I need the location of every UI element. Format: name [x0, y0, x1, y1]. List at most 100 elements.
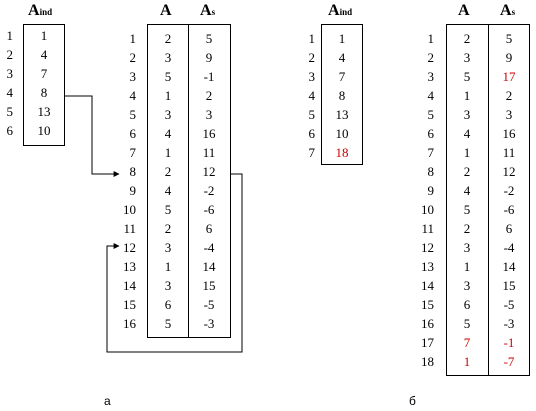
as-value: 9 — [205, 50, 213, 65]
as-value: 12 — [202, 164, 216, 179]
a-value: 1 — [164, 88, 172, 103]
a-value: 3 — [463, 107, 471, 122]
row-number: 4 — [427, 88, 435, 103]
as-value: -2 — [203, 183, 215, 198]
row-number: 14 — [421, 278, 434, 293]
index-value: 1 — [338, 31, 346, 46]
as-value: -6 — [203, 202, 215, 217]
row-number: 5 — [308, 107, 316, 122]
as-value: 3 — [505, 107, 513, 122]
as-value: 6 — [505, 221, 513, 236]
a-value: 1 — [463, 354, 471, 369]
panel-a-main-divider — [188, 24, 189, 338]
row-number: 7 — [129, 145, 137, 160]
row-number: 7 — [427, 145, 435, 160]
as-value: -1 — [503, 335, 515, 350]
row-number: 3 — [308, 69, 316, 84]
row-number: 4 — [129, 88, 137, 103]
row-number: 1 — [427, 31, 435, 46]
index-value: 4 — [40, 47, 48, 62]
panel-b-label: б — [409, 394, 416, 408]
row-number: 2 — [129, 50, 137, 65]
index-value: 13 — [37, 104, 51, 119]
a-value: 3 — [164, 50, 172, 65]
row-number: 5 — [6, 104, 14, 119]
row-number: 2 — [308, 50, 316, 65]
index-value: 18 — [335, 145, 349, 160]
as-value: 15 — [502, 278, 516, 293]
index-value: 7 — [338, 69, 346, 84]
row-number: 12 — [123, 240, 136, 255]
a-value: 4 — [164, 183, 172, 198]
as-value: 9 — [505, 50, 513, 65]
as-value: 17 — [502, 69, 516, 84]
row-number: 10 — [123, 202, 136, 217]
a-value: 1 — [463, 88, 471, 103]
a-value: 2 — [463, 221, 471, 236]
a-value: 1 — [164, 145, 172, 160]
index-value: 8 — [338, 88, 346, 103]
a-value: 5 — [164, 69, 172, 84]
row-number: 14 — [123, 278, 136, 293]
index-value: 1 — [40, 28, 48, 43]
a-value: 2 — [463, 31, 471, 46]
as-value: -4 — [503, 240, 515, 255]
row-number: 6 — [427, 126, 435, 141]
a-value: 2 — [164, 31, 172, 46]
row-number: 3 — [129, 69, 137, 84]
panel-a-main-box — [147, 24, 231, 338]
a-value: 5 — [463, 316, 471, 331]
panel-b-index-header: Aind — [328, 2, 353, 19]
row-number: 9 — [129, 183, 137, 198]
panel-a-label: а — [104, 394, 111, 408]
row-number: 11 — [123, 221, 136, 236]
row-number: 11 — [421, 221, 434, 236]
as-value: 5 — [205, 31, 213, 46]
as-value: 6 — [205, 221, 213, 236]
as-value: -6 — [503, 202, 515, 217]
row-number: 7 — [308, 145, 316, 160]
row-number: 2 — [427, 50, 435, 65]
a-value: 3 — [463, 278, 471, 293]
a-value: 1 — [463, 259, 471, 274]
a-value: 2 — [463, 164, 471, 179]
row-number: 1 — [308, 31, 316, 46]
a-value: 5 — [164, 316, 172, 331]
row-number: 6 — [308, 126, 316, 141]
a-value: 4 — [463, 183, 471, 198]
as-value: -5 — [203, 297, 215, 312]
panel-a-index-header: Aind — [28, 2, 53, 19]
as-value: 11 — [502, 145, 516, 160]
arrow-row-8-to-row-12 — [106, 173, 243, 353]
as-value: 5 — [505, 31, 513, 46]
a-value: 6 — [463, 297, 471, 312]
row-number: 4 — [308, 88, 316, 103]
a-value: 4 — [463, 126, 471, 141]
index-value: 7 — [40, 66, 48, 81]
row-number: 15 — [421, 297, 434, 312]
a-value: 3 — [463, 50, 471, 65]
row-number: 12 — [421, 240, 434, 255]
as-value: -3 — [503, 316, 515, 331]
row-number: 6 — [129, 126, 137, 141]
row-number: 15 — [123, 297, 136, 312]
a-value: 5 — [164, 202, 172, 217]
row-number: 4 — [6, 85, 14, 100]
row-number: 16 — [123, 316, 136, 331]
row-number: 2 — [6, 47, 14, 62]
row-number: 10 — [421, 202, 434, 217]
as-value: 12 — [502, 164, 516, 179]
a-value: 1 — [463, 145, 471, 160]
as-value: -7 — [503, 354, 515, 369]
as-value: 2 — [205, 88, 213, 103]
as-value: -5 — [503, 297, 515, 312]
row-number: 5 — [129, 107, 137, 122]
index-value: 13 — [335, 107, 349, 122]
a-value: 2 — [164, 221, 172, 236]
as-value: 16 — [502, 126, 516, 141]
row-number: 13 — [123, 259, 136, 274]
panel-b-index-box — [321, 24, 363, 165]
a-value: 4 — [164, 126, 172, 141]
